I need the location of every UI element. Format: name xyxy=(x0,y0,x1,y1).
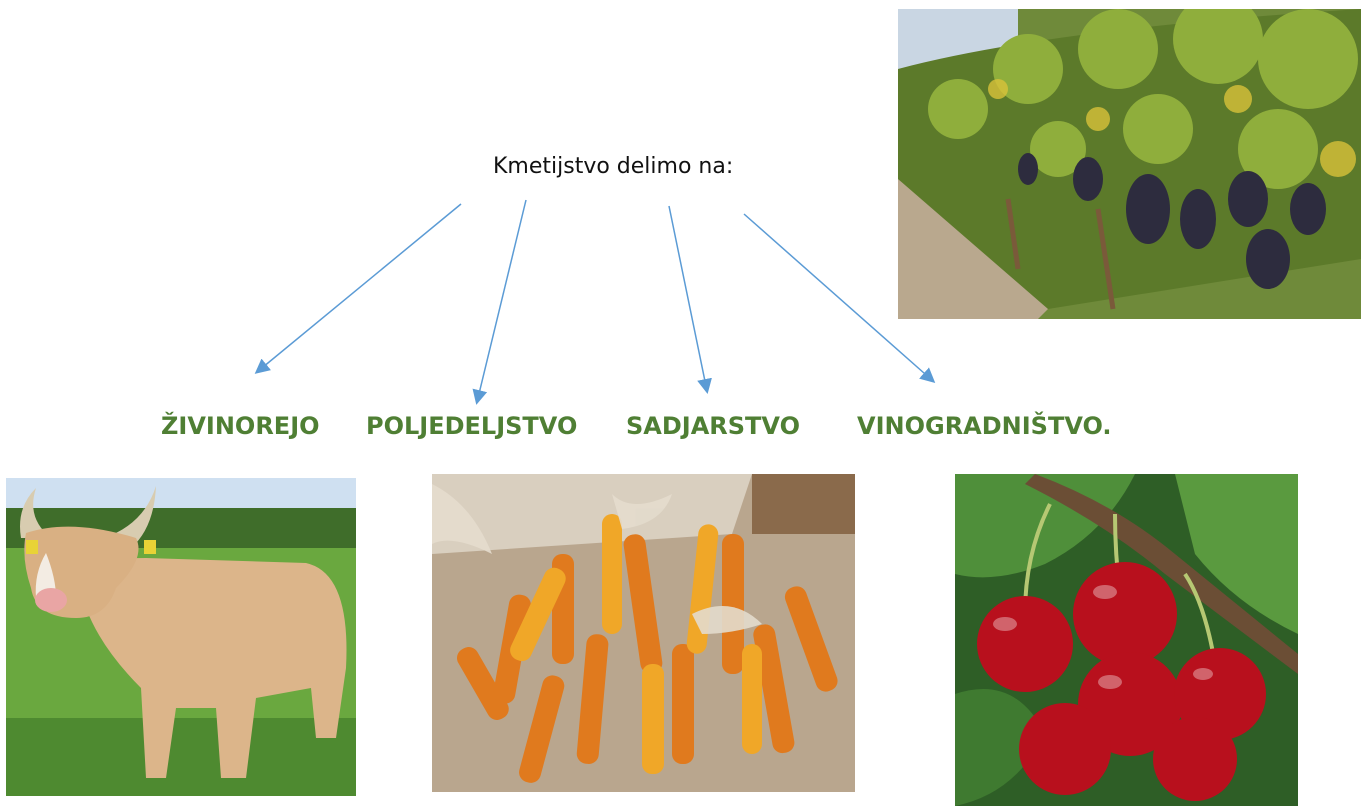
category-zivinorejo: ŽIVINOREJO xyxy=(161,412,320,440)
heading-text: Kmetijstvo delimo na: xyxy=(493,154,734,179)
arrow-sadjarstvo xyxy=(668,205,712,394)
category-sadjarstvo: SADJARSTVO xyxy=(626,412,800,440)
category-poljedeljstvo: POLJEDELJSTVO xyxy=(366,412,578,440)
arrow-vinogradnistvo xyxy=(743,213,936,383)
category-vinogradnistvo: VINOGRADNIŠTVO. xyxy=(857,412,1112,440)
arrow-poljedeljstvo xyxy=(472,199,527,405)
cow-image xyxy=(6,478,356,796)
arrow-zivinorejo xyxy=(254,203,462,374)
vineyard-image xyxy=(898,9,1361,319)
corn-image xyxy=(432,474,855,792)
cherries-image xyxy=(955,474,1298,806)
